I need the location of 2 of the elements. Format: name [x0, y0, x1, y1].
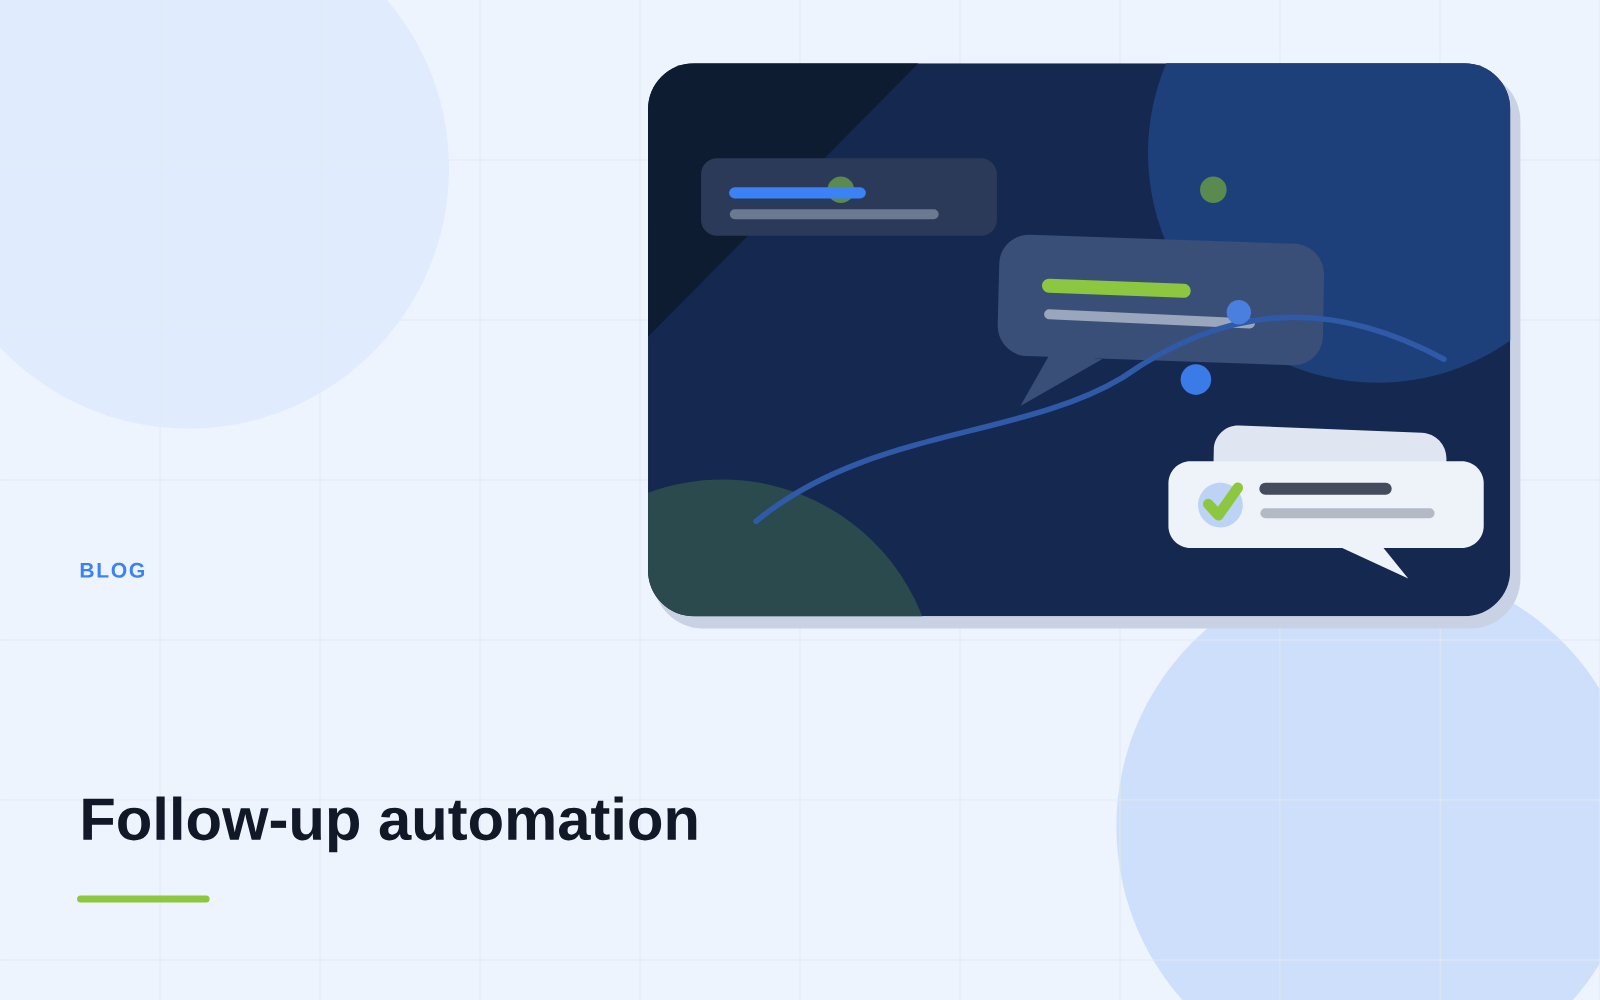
section-label: BLOG	[80, 562, 144, 578]
title: Follow-up automation	[83, 796, 697, 853]
